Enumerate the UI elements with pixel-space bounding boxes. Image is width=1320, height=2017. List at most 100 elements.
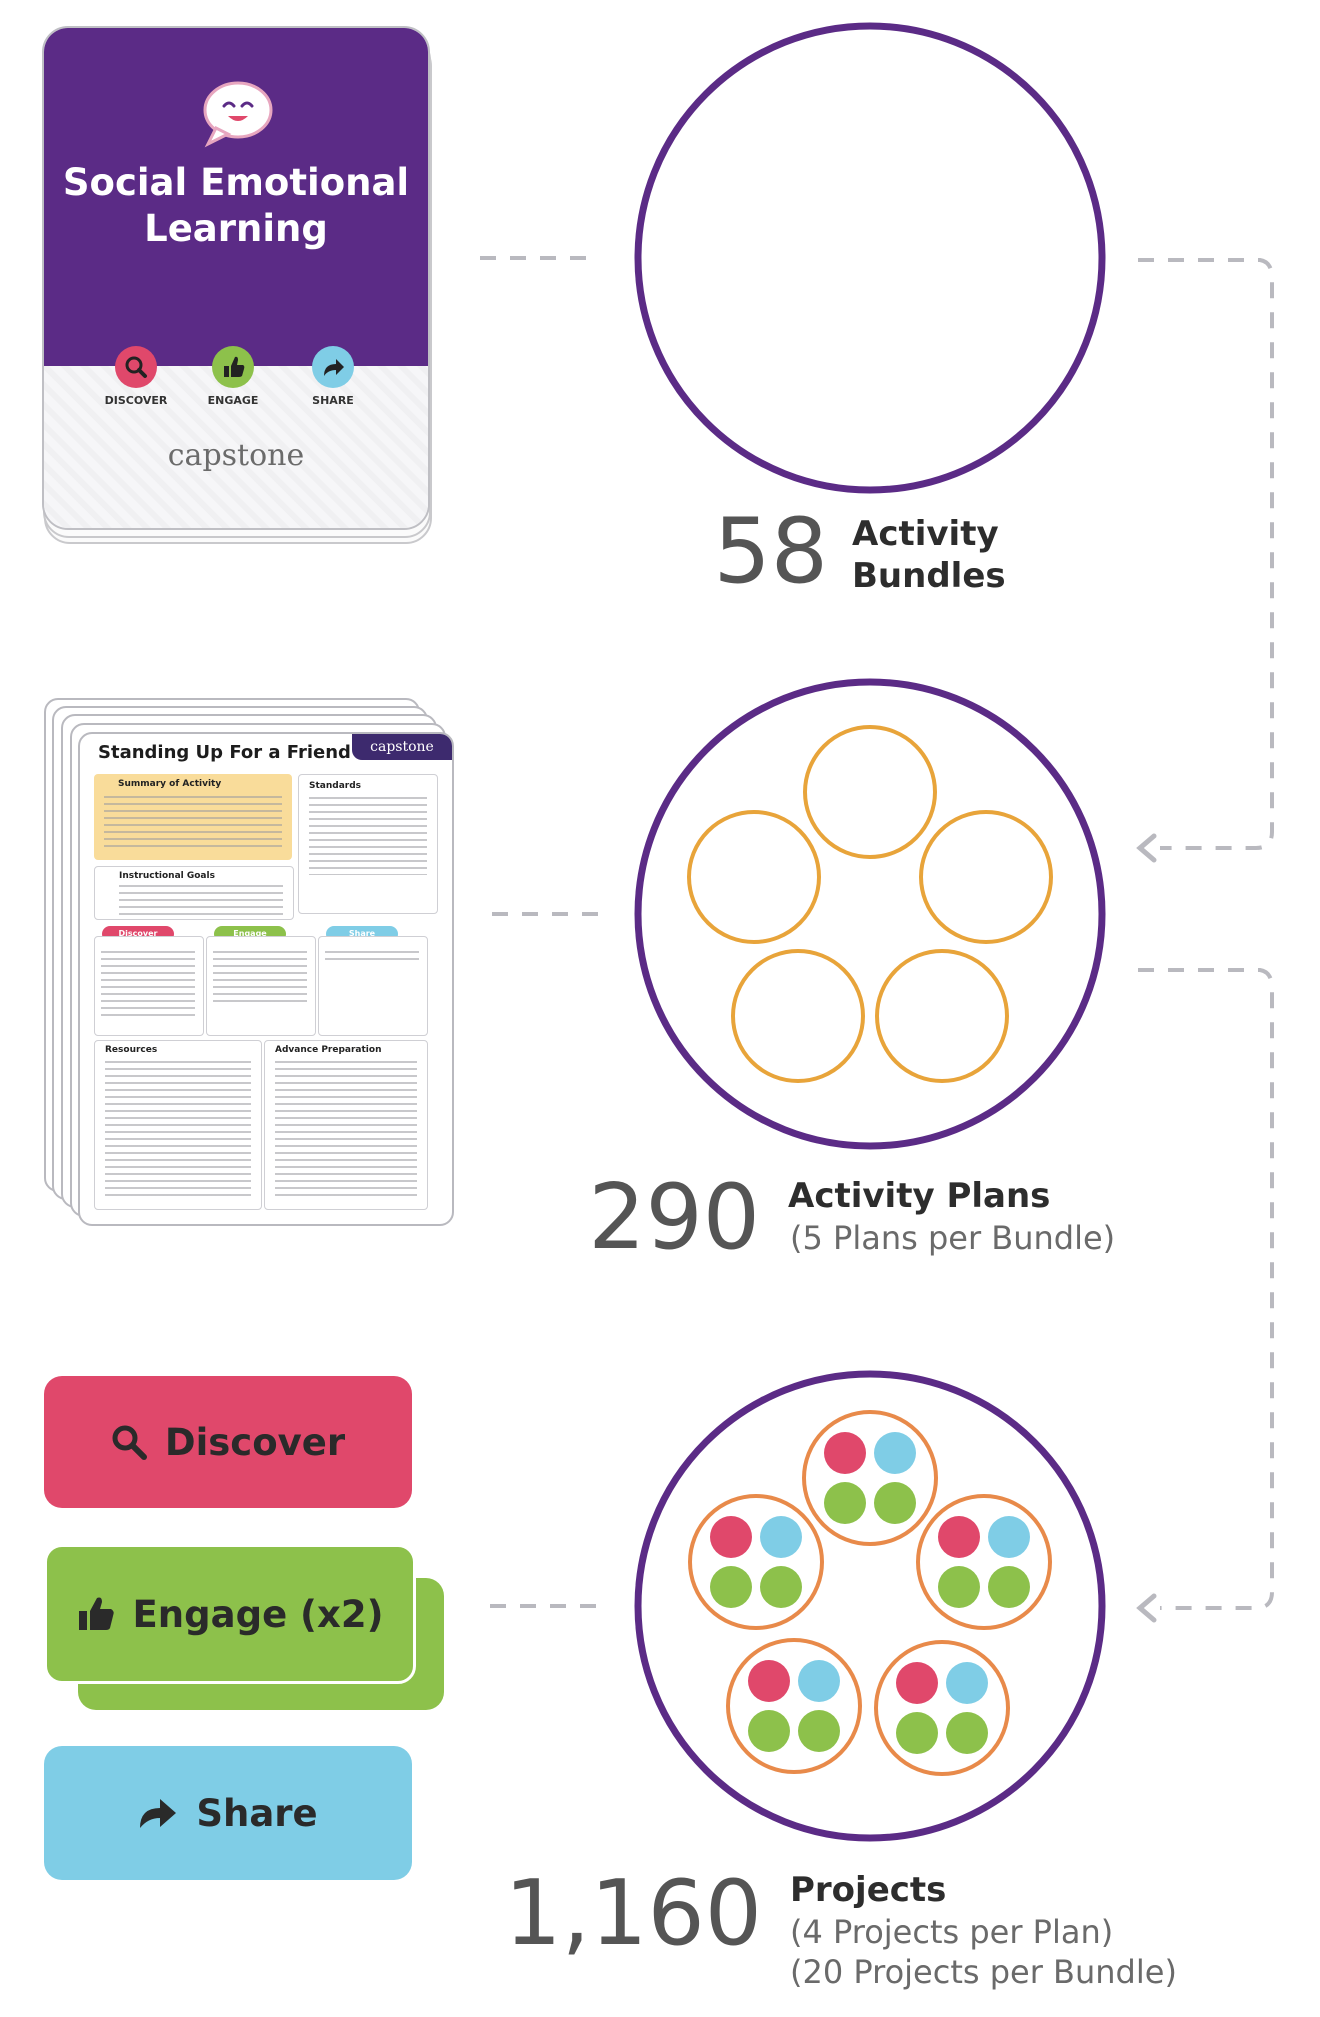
project-circle: [634, 1370, 1106, 1842]
plan-sheet-logo: capstone: [352, 734, 452, 760]
plan-circle: [634, 678, 1106, 1150]
project-sublabel-2: (20 Projects per Bundle): [790, 1953, 1177, 1991]
plan-rings: [687, 725, 1053, 1083]
project-dot: [824, 1482, 866, 1524]
project-dot: [938, 1516, 980, 1558]
project-dot: [896, 1712, 938, 1754]
connector-lines: [480, 256, 1274, 1610]
advance-prep-text: [275, 1061, 417, 1201]
discover-stage-icon: [115, 346, 157, 388]
discover-column-text: [101, 951, 195, 1021]
advance-prep-heading: Advance Preparation: [275, 1045, 382, 1055]
plan-ring: [688, 1494, 824, 1630]
plan-ring: [919, 810, 1053, 944]
summary-heading: Summary of Activity: [118, 779, 222, 789]
summary-text: [104, 796, 282, 852]
project-dot: [938, 1566, 980, 1608]
plan-sheet-title: Standing Up For a Friend: [98, 742, 351, 763]
project-dot: [798, 1710, 840, 1752]
smiling-speech-bubble-icon: [203, 81, 273, 148]
capstone-logo: capstone: [167, 438, 305, 473]
resources-heading: Resources: [105, 1045, 158, 1055]
engage-column: [206, 936, 316, 1036]
standards-section: Standards: [298, 774, 438, 914]
plan-ring: [726, 1638, 862, 1774]
resources-section: Resources: [94, 1040, 262, 1210]
project-dot: [760, 1516, 802, 1558]
project-dot: [988, 1566, 1030, 1608]
project-dot: [710, 1516, 752, 1558]
plan-arrowhead: [1136, 833, 1157, 863]
plan-to-project-connector: [1138, 968, 1274, 1610]
search-icon: [125, 356, 147, 378]
share-column: [318, 936, 428, 1036]
project-dot: [896, 1662, 938, 1704]
resources-text: [105, 1061, 251, 1201]
bundle-label-line1: Activity: [852, 514, 999, 554]
share-button[interactable]: Share: [44, 1746, 412, 1880]
bundle-book-cover: Social Emotional Learning DISCOVER ENGAG…: [42, 26, 430, 530]
goals-section: Instructional Goals: [94, 866, 294, 920]
share-button-label: Share: [196, 1791, 318, 1835]
project-count: 1,160: [504, 1861, 762, 1966]
standards-heading: Standards: [309, 781, 362, 791]
book-cover-header: Social Emotional Learning: [44, 28, 428, 366]
goals-heading: Instructional Goals: [119, 871, 215, 881]
project-dot: [874, 1482, 916, 1524]
plan-ring: [803, 725, 937, 859]
summary-section: Summary of Activity: [94, 774, 292, 860]
plan-ring: [687, 810, 821, 944]
bundle-label-line2: Bundles: [852, 556, 1006, 596]
engage-button[interactable]: Engage (x2): [44, 1544, 416, 1684]
project-dot: [748, 1710, 790, 1752]
goals-text: [119, 885, 283, 915]
plan-sublabel: (5 Plans per Bundle): [790, 1219, 1116, 1257]
engage-button-label: Engage (x2): [132, 1592, 384, 1636]
engage-stage-label: ENGAGE: [207, 394, 259, 407]
plan-ring: [731, 949, 865, 1083]
project-sublabel-1: (4 Projects per Plan): [790, 1913, 1114, 1951]
plan-ring: [874, 1640, 1010, 1776]
thumbs-up-icon: [78, 1597, 114, 1630]
arrowheads: [1136, 833, 1157, 1623]
project-dot: [946, 1712, 988, 1754]
project-dot: [710, 1566, 752, 1608]
plan-sheet: Standing Up For a Friend capstone Summar…: [78, 732, 454, 1226]
share-stage-icon: [312, 346, 354, 388]
bundle-to-plan-connector: [1138, 258, 1274, 850]
bundle-count: 58: [713, 499, 828, 604]
share-arrow-icon: [324, 359, 344, 376]
project-dot: [988, 1516, 1030, 1558]
book-cover-footer: DISCOVER ENGAGE SHARE capstone: [44, 346, 428, 528]
plan-count: 290: [588, 1165, 760, 1270]
project-arrowhead: [1136, 1593, 1157, 1623]
share-column-text: [325, 951, 419, 965]
thumbs-up-icon: [224, 356, 245, 377]
discover-column: [94, 936, 204, 1036]
share-stage-label: SHARE: [312, 394, 354, 407]
engage-stage-icon: [212, 346, 254, 388]
plan-ring: [916, 1494, 1052, 1630]
bundle-title: Social Emotional Learning: [62, 161, 410, 250]
project-dot: [824, 1432, 866, 1474]
discover-button[interactable]: Discover: [44, 1376, 412, 1508]
engage-column-text: [213, 951, 307, 1007]
plan-ring: [802, 1410, 938, 1546]
search-icon: [112, 1425, 147, 1460]
standards-text: [309, 797, 427, 875]
project-label: Projects: [790, 1870, 947, 1910]
project-dot: [760, 1566, 802, 1608]
project-dot: [874, 1432, 916, 1474]
advance-prep-section: Advance Preparation: [264, 1040, 428, 1210]
plan-ring: [875, 949, 1009, 1083]
project-groups: [688, 1410, 1052, 1776]
discover-button-label: Discover: [164, 1420, 346, 1464]
plan-label: Activity Plans: [788, 1176, 1051, 1216]
bundle-circle: [634, 22, 1106, 494]
share-arrow-icon: [140, 1799, 177, 1828]
project-dot: [798, 1660, 840, 1702]
project-dot: [946, 1662, 988, 1704]
project-dot: [748, 1660, 790, 1702]
discover-stage-label: DISCOVER: [104, 394, 168, 407]
